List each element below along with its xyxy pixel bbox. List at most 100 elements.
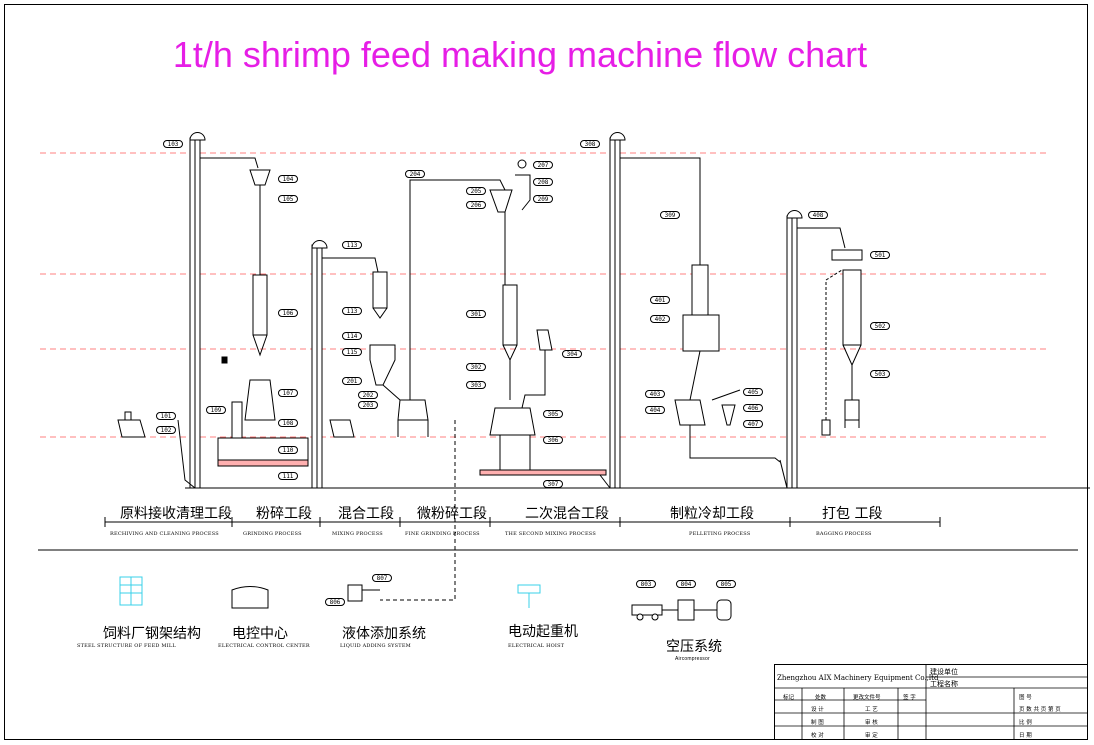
tag-406: 406 — [743, 404, 763, 412]
row-process: 工 艺 — [865, 707, 878, 713]
title-block-grid — [774, 664, 1088, 740]
section-receiving-zh: 原料接收清理工段 — [120, 506, 232, 522]
tag-306: 306 — [543, 436, 563, 444]
grinding-equipment — [117, 169, 309, 467]
section-receiving-en: RECHIVING AND CLEANING PROCESS — [110, 531, 219, 537]
section-ticks — [104, 517, 941, 527]
tag-308: 308 — [580, 140, 600, 148]
date-label: 日 期 — [1019, 733, 1032, 739]
mixing-equipment — [329, 179, 506, 438]
section-second-mixing-zh: 二次混合工段 — [525, 506, 609, 522]
row-draw: 制 图 — [811, 720, 824, 726]
bucket-elevator-103 — [177, 132, 259, 489]
tag-204: 204 — [405, 170, 425, 178]
aux-control-en: ELECTRICAL CONTROL CENTER — [218, 643, 310, 649]
pages-label: 页 数 共 页 第 页 — [1019, 707, 1061, 713]
aux-control-zh: 电控中心 — [232, 626, 288, 642]
tag-102: 102 — [156, 426, 176, 434]
row-approve: 审 定 — [865, 733, 878, 739]
steel-structure-icon — [119, 576, 143, 606]
tag-302: 302 — [466, 363, 486, 371]
section-grinding-en: GRINDING PROCESS — [243, 531, 302, 537]
aux-hoist-zh: 电动起重机 — [508, 624, 578, 640]
bucket-elevator-308 — [599, 132, 701, 489]
section-second-mixing-en: THE SECOND MIXING PROCESS — [505, 531, 596, 537]
section-pelleting-zh: 制粒冷却工段 — [670, 506, 754, 522]
liquid-system-icon — [347, 584, 380, 602]
tag-307: 307 — [543, 480, 563, 488]
company-name: Zhengzhou AIX Machinery Equipment Co.,lt… — [777, 674, 939, 682]
tag-202: 202 — [358, 391, 378, 399]
drawing-no-label: 图 号 — [1019, 695, 1032, 701]
section-pelleting-en: PELLETING PROCESS — [689, 531, 751, 537]
tag-309: 309 — [660, 211, 680, 219]
tag-115: 115 — [342, 348, 362, 356]
tag-804: 804 — [676, 580, 696, 588]
tag-103: 103 — [163, 140, 183, 148]
tag-104: 104 — [278, 175, 298, 183]
hoist-icon — [517, 584, 541, 608]
col-sign: 签 字 — [903, 695, 916, 701]
tag-305: 305 — [543, 410, 563, 418]
tag-209: 209 — [533, 195, 553, 203]
tag-105: 105 — [278, 195, 298, 203]
tag-503: 503 — [870, 370, 890, 378]
tag-113a: 113 — [342, 241, 362, 249]
tag-114: 114 — [342, 332, 362, 340]
liquid-pipe — [380, 420, 456, 601]
second-mixing-equipment — [479, 284, 607, 476]
section-mixing-en: MIXING PROCESS — [332, 531, 383, 537]
aux-liquid-zh: 液体添加系统 — [342, 626, 426, 642]
col-count: 处数 — [815, 695, 827, 701]
tag-106: 106 — [278, 309, 298, 317]
tag-405: 405 — [743, 388, 763, 396]
title-block: Zhengzhou AIX Machinery Equipment Co.,lt… — [774, 664, 1088, 740]
pelleting-equipment — [674, 200, 741, 440]
tag-113b: 113 — [342, 307, 362, 315]
aux-liquid-en: LIQUID ADDING SYSTEM — [340, 643, 411, 649]
bagging-equipment — [821, 249, 863, 436]
row-review: 审 核 — [865, 720, 878, 726]
build-unit-label: 建设单位 — [930, 668, 958, 676]
aux-air-en: Aircompressor — [675, 656, 710, 662]
aux-hoist-en: ELECTRICAL HOIST — [508, 643, 565, 649]
section-fine-grinding-zh: 微粉碎工段 — [417, 506, 487, 522]
tag-407: 407 — [743, 420, 763, 428]
fine-grinding-cyclone — [489, 159, 531, 285]
tag-107: 107 — [278, 389, 298, 397]
section-fine-grinding-en: FINE GRINDING PROCESS — [405, 531, 480, 537]
tag-502: 502 — [870, 322, 890, 330]
tag-110: 110 — [278, 446, 298, 454]
section-bagging-zh: 打包 工段 — [822, 506, 883, 522]
aux-steel-en: STEEL STRUCTURE OF FEED MILL — [77, 643, 176, 649]
tag-109: 109 — [206, 406, 226, 414]
tag-401: 401 — [650, 296, 670, 304]
tag-101: 101 — [156, 412, 176, 420]
tag-111: 111 — [278, 472, 298, 480]
aux-air-zh: 空压系统 — [666, 639, 722, 655]
project-name-label: 工程名称 — [930, 680, 958, 688]
tag-303: 303 — [466, 381, 486, 389]
tag-207: 207 — [533, 161, 553, 169]
col-doc: 更改文件号 — [853, 695, 881, 701]
tag-408: 408 — [808, 211, 828, 219]
row-check: 校 对 — [811, 733, 824, 739]
tag-806: 806 — [325, 598, 345, 606]
control-center-icon — [231, 586, 269, 609]
bucket-elevator-113 — [311, 240, 379, 489]
section-grinding-zh: 粉碎工段 — [256, 506, 312, 522]
tag-404: 404 — [645, 406, 665, 414]
tag-108: 108 — [278, 419, 298, 427]
aux-steel-zh: 饲料厂钢架结构 — [103, 626, 201, 642]
col-mark: 标记 — [783, 695, 795, 701]
tag-205: 205 — [466, 187, 486, 195]
tag-403: 403 — [645, 390, 665, 398]
page-title: 1t/h shrimp feed making machine flow cha… — [172, 34, 868, 75]
tag-805: 805 — [716, 580, 736, 588]
tag-208: 208 — [533, 178, 553, 186]
tag-803: 803 — [636, 580, 656, 588]
tag-501: 501 — [870, 251, 890, 259]
row-design: 设 计 — [811, 707, 824, 713]
tag-807: 807 — [372, 574, 392, 582]
